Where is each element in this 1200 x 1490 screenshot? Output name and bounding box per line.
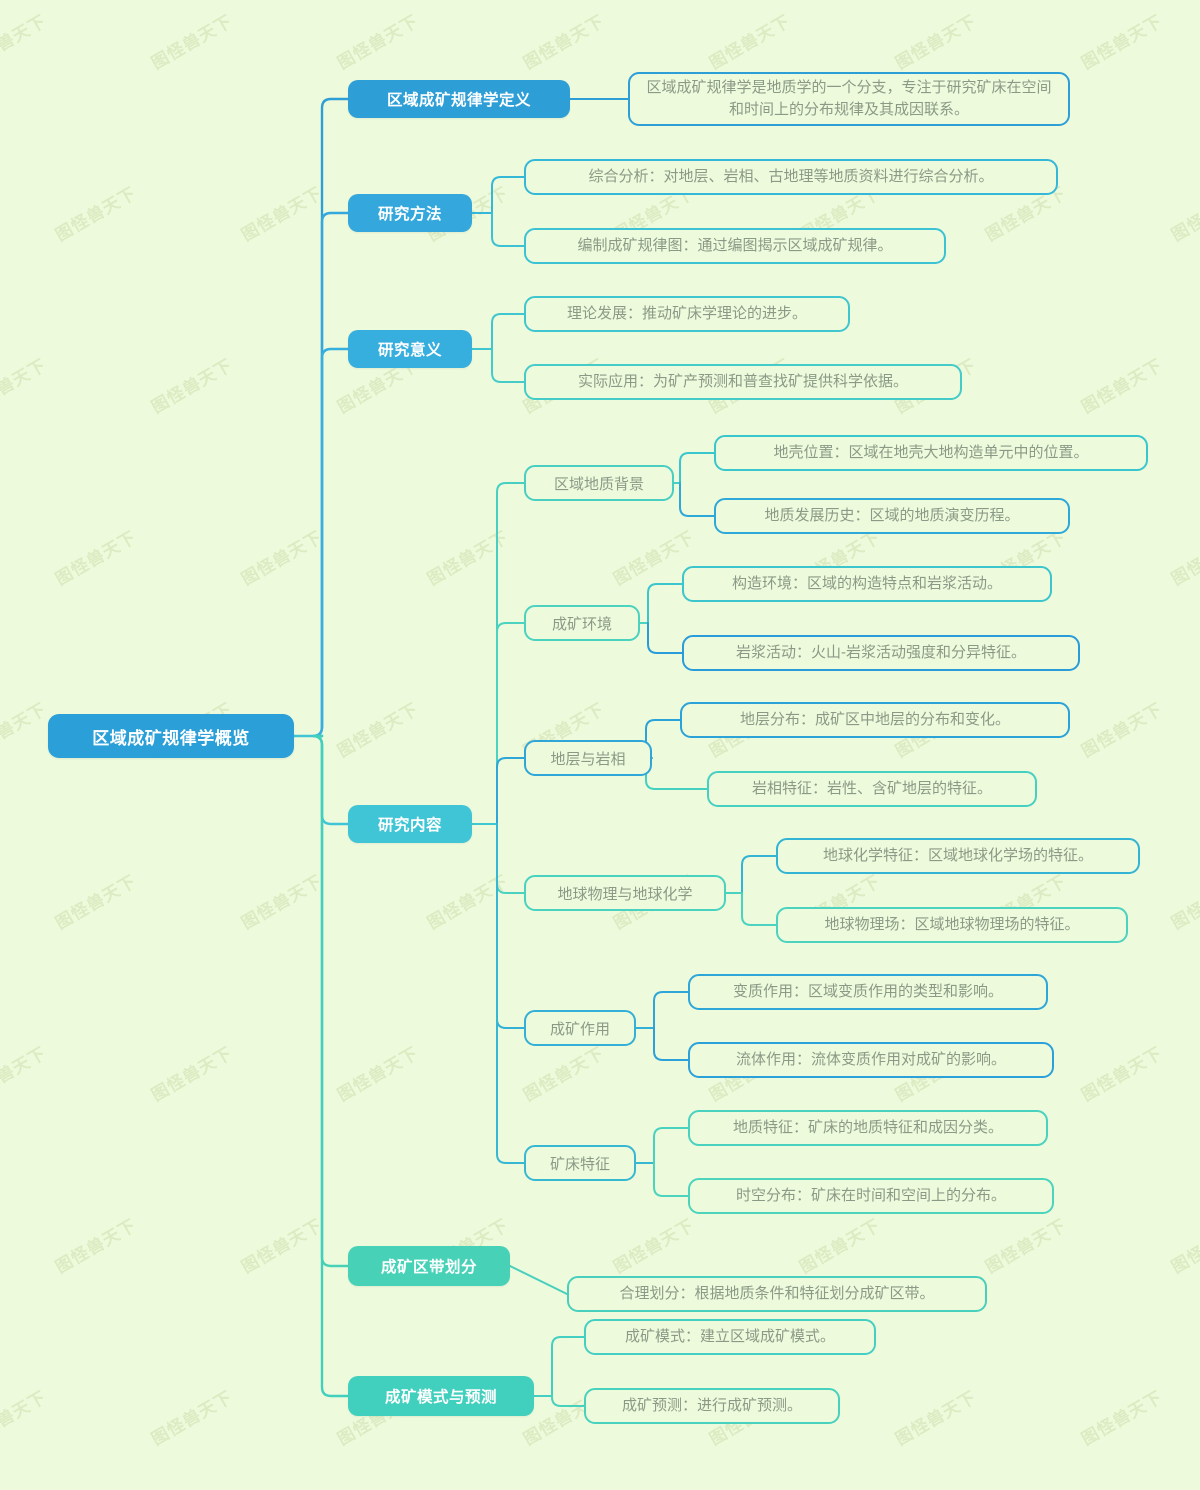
leaf-node-definition-text[interactable]: 区域成矿规律学是地质学的一个分支，专注于研究矿床在空间和时间上的分布规律及其成因… <box>628 72 1070 126</box>
leaf-node-geophysical-field[interactable]: 地球物理场：区域地球物理场的特征。 <box>776 907 1128 943</box>
branch-node-label: 研究内容 <box>377 817 442 834</box>
branch-node-metallogenic-zoning[interactable]: 成矿区带划分 <box>348 1246 510 1286</box>
branch-node-label: 研究方法 <box>377 206 442 223</box>
leaf-node-label: 岩相特征：岩性、含矿地层的特征。 <box>751 780 992 798</box>
leaf-node-metamorphism[interactable]: 变质作用：区域变质作用的类型和影响。 <box>688 974 1048 1010</box>
root-node-label: 区域成矿规律学概览 <box>92 728 250 748</box>
sub-node-label: 地层与岩相 <box>550 750 626 768</box>
connector-line <box>679 482 715 517</box>
leaf-node-label: 地球物理场：区域地球物理场的特征。 <box>824 916 1080 934</box>
connector-line <box>647 622 683 654</box>
sub-node-label: 成矿作用 <box>549 1020 610 1038</box>
connector-line <box>491 176 525 214</box>
root-node[interactable]: 区域成矿规律学概览 <box>48 714 294 758</box>
leaf-node-label: 构造环境：区域的构造特点和岩浆活动。 <box>731 575 1002 593</box>
connector-line <box>491 212 525 247</box>
leaf-node-label: 实际应用：为矿产预测和普查找矿提供科学依据。 <box>577 373 908 391</box>
connector-line <box>509 1265 568 1295</box>
leaf-node-label: 变质作用：区域变质作用的类型和影响。 <box>732 983 1003 1001</box>
connector-line <box>653 991 689 1029</box>
sub-node-regional-geological-background[interactable]: 区域地质背景 <box>524 465 674 501</box>
branch-node-research-content[interactable]: 研究内容 <box>348 805 472 843</box>
connector-line <box>741 855 777 894</box>
sub-node-label: 矿床特征 <box>549 1155 610 1173</box>
connector-line <box>312 347 350 738</box>
branch-node-research-significance[interactable]: 研究意义 <box>348 330 472 368</box>
branch-node-label: 成矿区带划分 <box>380 1259 477 1276</box>
leaf-node-rational-division[interactable]: 合理划分：根据地质条件和特征划分成矿区带。 <box>567 1276 987 1312</box>
connector-line <box>653 1162 689 1197</box>
sub-node-ore-deposit-characteristics[interactable]: 矿床特征 <box>524 1145 636 1181</box>
leaf-node-theory-development[interactable]: 理论发展：推动矿床学理论的进步。 <box>524 296 850 332</box>
connector-line <box>645 719 681 759</box>
leaf-node-geochemical-features[interactable]: 地球化学特征：区域地球化学场的特征。 <box>776 838 1140 874</box>
leaf-node-label: 岩浆活动：火山-岩浆活动强度和分异特征。 <box>736 644 1026 662</box>
leaf-node-lithofacies-features[interactable]: 岩相特征：岩性、含矿地层的特征。 <box>707 771 1037 807</box>
connector-line <box>647 583 683 624</box>
connector-line <box>312 211 350 738</box>
leaf-node-label: 成矿预测：进行成矿预测。 <box>621 1397 802 1415</box>
leaf-node-strata-distribution[interactable]: 地层分布：成矿区中地层的分布和变化。 <box>680 702 1070 738</box>
sub-node-label: 成矿环境 <box>551 615 612 633</box>
connector-line <box>551 1395 585 1407</box>
leaf-node-label: 合理划分：根据地质条件和特征划分成矿区带。 <box>619 1285 935 1303</box>
leaf-node-metallogenic-map-compilation[interactable]: 编制成矿规律图：通过编图揭示区域成矿规律。 <box>524 228 946 264</box>
sub-node-label: 区域地质背景 <box>553 475 644 493</box>
leaf-node-tectonic-setting[interactable]: 构造环境：区域的构造特点和岩浆活动。 <box>682 566 1052 602</box>
sub-node-label: 地球物理与地球化学 <box>557 885 693 903</box>
connector-line <box>491 313 525 350</box>
connector-line <box>491 348 525 383</box>
leaf-node-label: 区域成矿规律学是地质学的一个分支，专注于研究矿床在空间和时间上的分布规律及其成因… <box>646 79 1052 118</box>
connector-line <box>312 734 350 1398</box>
connector-line <box>496 823 525 894</box>
branch-node-model-and-prediction[interactable]: 成矿模式与预测 <box>348 1376 534 1416</box>
leaf-node-geological-history[interactable]: 地质发展历史：区域的地质演变历程。 <box>714 498 1070 534</box>
leaf-node-label: 流体作用：流体变质作用对成矿的影响。 <box>735 1051 1006 1069</box>
connector-line <box>679 452 715 484</box>
leaf-node-fluid-action[interactable]: 流体作用：流体变质作用对成矿的影响。 <box>688 1042 1054 1078</box>
sub-node-strata-and-lithofacies[interactable]: 地层与岩相 <box>524 740 652 776</box>
leaf-node-label: 地质特征：矿床的地质特征和成因分类。 <box>732 1119 1003 1137</box>
connector-line <box>496 622 525 825</box>
connector-line <box>551 1336 585 1397</box>
leaf-node-metallogenic-model[interactable]: 成矿模式：建立区域成矿模式。 <box>584 1319 876 1355</box>
connector-line <box>653 1127 689 1164</box>
leaf-node-spatiotemporal-distribution[interactable]: 时空分布：矿床在时间和空间上的分布。 <box>688 1178 1054 1214</box>
connector-line <box>645 757 708 790</box>
sub-node-metallogenic-environment[interactable]: 成矿环境 <box>524 605 640 641</box>
leaf-node-label: 地球化学特征：区域地球化学场的特征。 <box>822 847 1093 865</box>
leaf-node-label: 综合分析：对地层、岩相、古地理等地质资料进行综合分析。 <box>588 168 994 186</box>
connector-line <box>653 1027 689 1061</box>
connector-line <box>496 757 525 825</box>
leaf-node-crustal-position[interactable]: 地壳位置：区域在地壳大地构造单元中的位置。 <box>714 435 1148 471</box>
leaf-node-label: 地层分布：成矿区中地层的分布和变化。 <box>739 711 1010 729</box>
branch-node-label: 研究意义 <box>377 342 442 359</box>
leaf-node-metallogenic-prediction[interactable]: 成矿预测：进行成矿预测。 <box>584 1388 840 1424</box>
branch-node-definition[interactable]: 区域成矿规律学定义 <box>348 80 570 118</box>
connector-line <box>741 892 777 926</box>
connector-line <box>312 97 350 738</box>
connector-line <box>496 823 525 1164</box>
connector-line <box>496 482 525 825</box>
leaf-node-comprehensive-analysis[interactable]: 综合分析：对地层、岩相、古地理等地质资料进行综合分析。 <box>524 159 1058 195</box>
branch-node-research-methods[interactable]: 研究方法 <box>348 194 472 232</box>
leaf-node-label: 地质发展历史：区域的地质演变历程。 <box>764 507 1020 525</box>
leaf-node-magmatic-activity[interactable]: 岩浆活动：火山-岩浆活动强度和分异特征。 <box>682 635 1080 671</box>
branch-node-label: 成矿模式与预测 <box>384 1389 497 1406</box>
branch-node-label: 区域成矿规律学定义 <box>386 92 531 109</box>
connector-line <box>496 823 525 1029</box>
leaf-node-practical-application[interactable]: 实际应用：为矿产预测和普查找矿提供科学依据。 <box>524 364 962 400</box>
leaf-node-label: 编制成矿规律图：通过编图揭示区域成矿规律。 <box>577 237 893 255</box>
connector-line <box>312 734 350 826</box>
leaf-node-label: 时空分布：矿床在时间和空间上的分布。 <box>735 1187 1006 1205</box>
sub-node-geophysics-and-geochemistry[interactable]: 地球物理与地球化学 <box>524 875 726 911</box>
sub-node-metallogenic-process[interactable]: 成矿作用 <box>524 1010 636 1046</box>
leaf-node-geological-features[interactable]: 地质特征：矿床的地质特征和成因分类。 <box>688 1110 1048 1146</box>
leaf-node-label: 理论发展：推动矿床学理论的进步。 <box>566 305 807 323</box>
leaf-node-label: 地壳位置：区域在地壳大地构造单元中的位置。 <box>773 444 1089 462</box>
connector-line <box>312 734 350 1268</box>
leaf-node-label: 成矿模式：建立区域成矿模式。 <box>624 1328 835 1346</box>
